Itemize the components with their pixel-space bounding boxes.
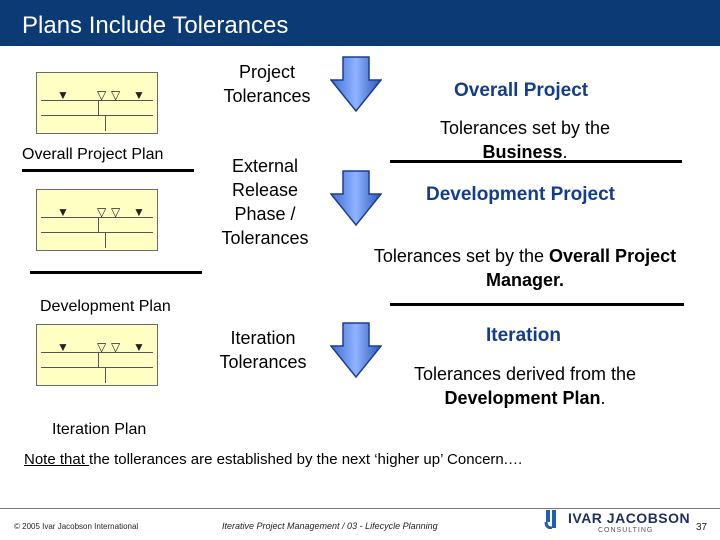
- copyright-text: © 2005 Ivar Jacobson International: [14, 522, 139, 531]
- iteration-heading: Iteration: [486, 325, 561, 346]
- overall-project-description: Tolerances set by the Business.: [439, 118, 611, 162]
- overall-project-rule: [390, 160, 682, 163]
- overall-project-plan-label: Overall Project Plan: [22, 146, 164, 163]
- overall-project-heading: Overall Project: [454, 80, 589, 101]
- overall-plan-underline: [22, 169, 194, 172]
- down-arrow-icon: [330, 56, 382, 112]
- development-project-heading: Development Project: [426, 184, 615, 205]
- note-text: Note that the tollerances are establishe…: [24, 451, 523, 468]
- iteration-tolerances-label: Iteration Tolerances: [219, 328, 307, 372]
- development-plan-label: Development Plan: [40, 298, 171, 315]
- page-title: Plans Include Tolerances: [22, 12, 289, 39]
- down-arrow-icon: [330, 322, 382, 378]
- development-project-rule: [390, 303, 684, 306]
- development-project-description: Tolerances set by the Overall Project Ma…: [373, 246, 677, 290]
- iteration-plan-icon: ▼ ▽ ▽ ▼: [36, 324, 158, 386]
- page-number: 37: [696, 522, 708, 533]
- down-arrow-icon: [330, 170, 382, 226]
- course-title: Iterative Project Management / 03 - Life…: [222, 521, 438, 531]
- project-tolerances-label: Project Tolerances: [223, 62, 311, 106]
- iteration-plan-label: Iteration Plan: [52, 421, 147, 438]
- iteration-description: Tolerances derived from the Development …: [413, 364, 637, 408]
- overall-plan-icon: ▼ ▽ ▽ ▼: [36, 72, 158, 134]
- logo-text: IVAR JACOBSON: [568, 510, 691, 526]
- release-tolerances-label: External Release Phase / Tolerances: [221, 156, 309, 248]
- title-bar: [0, 0, 720, 46]
- footer-divider: [0, 508, 720, 509]
- development-plan-icon: ▼ ▽ ▽ ▼: [36, 189, 158, 251]
- logo-mark-icon: [544, 507, 564, 530]
- development-plan-rule: [30, 271, 202, 274]
- logo-subtext: CONSULTING: [598, 527, 654, 534]
